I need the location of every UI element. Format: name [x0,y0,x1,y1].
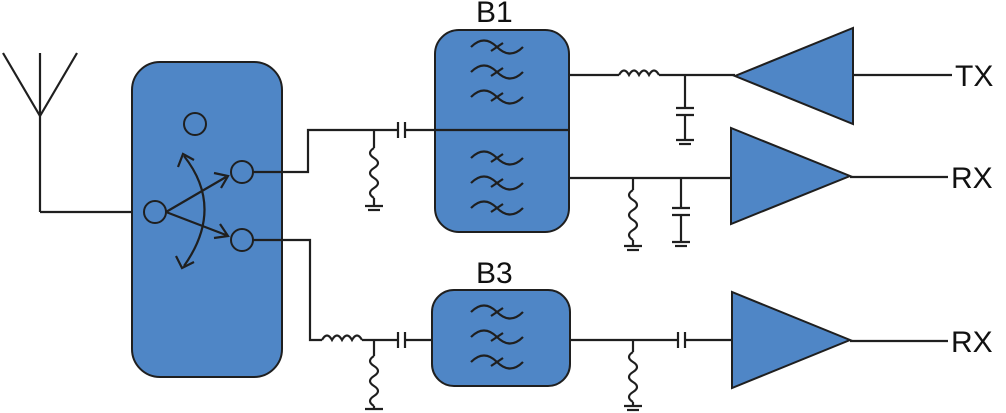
filter-b3-label: B3 [476,257,513,290]
rx-bottom-series-capacitor [676,332,732,348]
switch-port-lower [230,228,254,252]
tx-label: TX [955,60,993,93]
bandpass-filter-wave-icon [470,304,524,370]
filter-b3: B3 [431,257,571,387]
bandpass-filter-wave-icon [470,150,524,216]
rx-bottom-amplifier: RX [731,290,993,390]
rx-bottom-label: RX [951,326,993,359]
top-shunt-inductor [365,130,383,212]
tx-amplifier: TX [732,26,993,126]
rx-top-shunt-capacitor [672,178,690,248]
ground-symbol [624,244,642,252]
bottom-shunt-inductor [365,340,383,411]
ground-symbol [676,138,694,146]
filter-b1: B1 [434,0,570,233]
switch-common-port [143,200,167,224]
rx-top-shunt-inductor [624,178,642,252]
switch-port-upper [230,160,254,184]
bandpass-filter-wave-icon [470,39,524,105]
top-series-capacitor [396,122,435,138]
rx-top-amplifier: RX [730,126,993,226]
filter-b1-label: B1 [476,0,513,29]
rx-top-label: RX [951,162,993,195]
bottom-series-inductor [321,334,398,343]
switch-idle-port [183,112,207,136]
ground-symbol [672,240,690,248]
tx-series-inductor [569,69,735,78]
ground-symbol [365,204,383,212]
rf-switch [131,61,398,378]
bottom-series-capacitor [396,332,432,348]
antenna-icon [2,52,144,214]
tx-shunt-capacitor [676,75,694,146]
ground-symbol [624,404,642,412]
rx-bottom-shunt-inductor [624,340,642,412]
